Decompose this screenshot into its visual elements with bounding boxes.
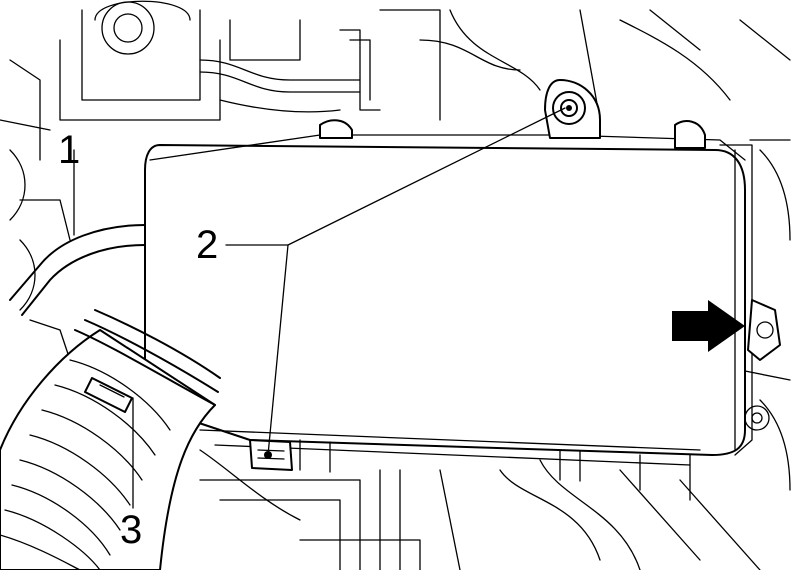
callout-3: 3	[120, 508, 142, 552]
direction-arrow	[672, 300, 745, 352]
callout-1: 1	[58, 128, 80, 172]
right-connector	[747, 299, 781, 361]
callout-2: 2	[196, 223, 218, 267]
housing-clip-bottom	[249, 439, 293, 471]
leader-lines	[73, 107, 566, 509]
housing-screw-top	[552, 91, 586, 125]
intake-hose	[0, 309, 221, 570]
leader-line-2-bottom	[267, 244, 289, 456]
air-filter-housing	[144, 79, 753, 501]
